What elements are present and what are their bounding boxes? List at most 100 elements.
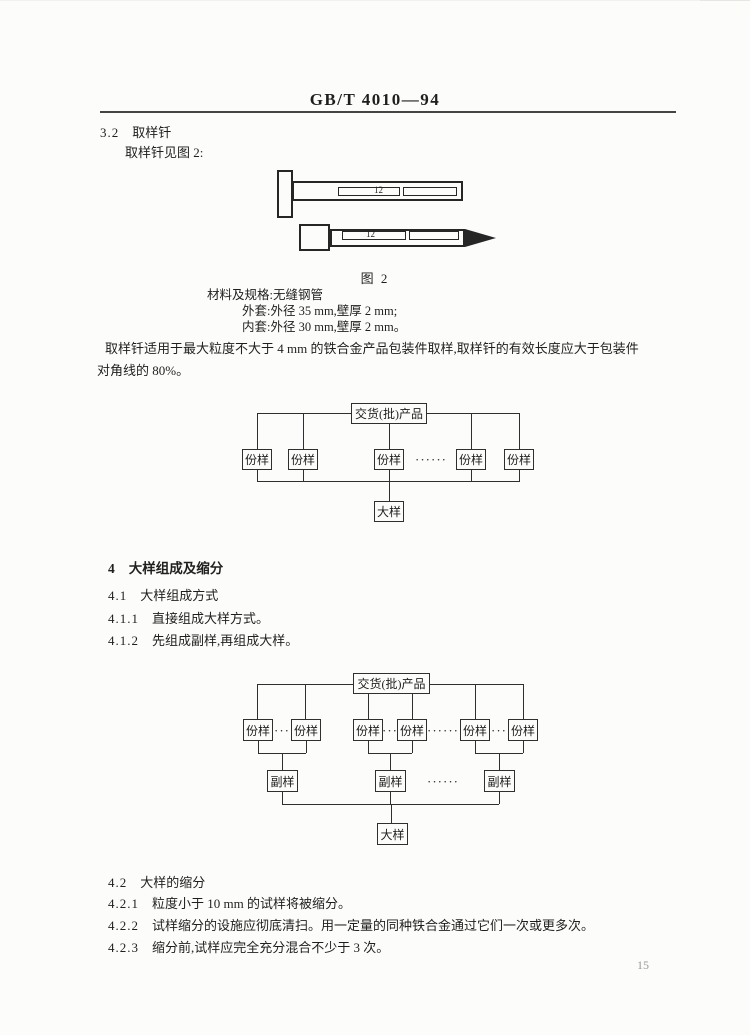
portion-sample-box: 份样	[291, 719, 321, 741]
probe-inner-slot	[409, 231, 459, 240]
clause-title: 大样组成及缩分	[128, 561, 224, 576]
connector-line	[475, 741, 476, 753]
clause-number: 3.2	[100, 125, 120, 140]
portion-sample-box: 份样	[374, 449, 404, 470]
probe-tip	[465, 229, 496, 247]
flowchart-root-box: 交货(批)产品	[353, 673, 430, 694]
portion-sample-box: 份样	[397, 719, 427, 741]
connector-line	[282, 804, 499, 805]
clause-number: 4.1	[108, 588, 128, 603]
clause-title: 大样的缩分	[140, 875, 206, 890]
spec-inner-tube: 内套:外径 30 mm,壁厚 2 mm。	[242, 320, 407, 334]
clause-title: 大样组成方式	[140, 588, 219, 603]
connector-line	[471, 413, 472, 449]
connector-line	[475, 684, 476, 719]
clause-number: 4.2	[108, 875, 128, 890]
clause-4-2-3: 4.2.3 缩分前,试样应完全充分混合不少于 3 次。	[108, 941, 389, 954]
connector-line	[368, 741, 369, 753]
connector-line	[412, 741, 413, 753]
clause-4-1-1: 4.1.1 直接组成大样方式。	[108, 612, 269, 625]
clause-text: 缩分前,试样应完全充分混合不少于 3 次。	[152, 940, 390, 955]
connector-line	[499, 792, 500, 804]
portion-sample-box: 份样	[460, 719, 490, 741]
connector-line	[519, 413, 520, 449]
connector-line	[427, 413, 519, 414]
connector-line	[257, 413, 351, 414]
subsample-box: 副样	[267, 770, 298, 792]
connector-line	[523, 684, 524, 719]
portion-sample-box: 份样	[456, 449, 486, 470]
connector-line	[257, 470, 258, 481]
header-rule	[100, 111, 676, 113]
connector-line	[519, 470, 520, 481]
portion-sample-box: 份样	[504, 449, 534, 470]
connector-line	[390, 753, 391, 770]
connector-line	[430, 684, 523, 685]
ellipsis: ···	[382, 723, 398, 738]
connector-line	[389, 470, 390, 501]
ellipsis: ······	[427, 723, 459, 738]
clause-4-2-2: 4.2.2 试样缩分的设施应彻底清扫。用一定量的同种铁合金通过它们一次或更多次。	[108, 919, 594, 932]
connector-line	[390, 792, 391, 804]
clause-4-1: 4.1 大样组成方式	[108, 589, 218, 602]
standard-code-header: GB/T 4010—94	[309, 90, 441, 109]
clause-3-2: 3.2 取样钎	[100, 126, 171, 139]
ellipsis: ······	[415, 452, 447, 467]
probe-inner-slot	[338, 187, 400, 196]
connector-line	[258, 741, 259, 753]
portion-sample-box: 份样	[243, 719, 273, 741]
clause-title: 取样钎	[132, 125, 172, 140]
portion-sample-box: 份样	[288, 449, 318, 470]
clause-text: 直接组成大样方式。	[152, 611, 270, 626]
probe-inner-slot	[342, 231, 406, 240]
spec-outer-tube: 外套:外径 35 mm,壁厚 2 mm;	[242, 304, 398, 318]
dimension-label: 12	[366, 229, 375, 239]
connector-line	[257, 684, 258, 719]
clause-number: 4.2.1	[108, 896, 139, 911]
connector-line	[282, 753, 283, 770]
clause-4-2-1: 4.2.1 粒度小于 10 mm 的试样将被缩分。	[108, 897, 351, 910]
connector-line	[391, 804, 392, 823]
section-4-heading: 4 大样组成及缩分	[108, 562, 223, 576]
gross-sample-box: 大样	[374, 501, 404, 522]
portion-sample-box: 份样	[353, 719, 383, 741]
connector-line	[303, 413, 304, 449]
connector-line	[471, 470, 472, 481]
probe-end-block	[299, 224, 330, 251]
figure2-caption: 图 2	[360, 271, 390, 286]
gross-sample-box: 大样	[377, 823, 408, 845]
ellipsis: ······	[427, 774, 459, 789]
flowchart-root-box: 交货(批)产品	[351, 403, 427, 424]
probe-inner-slot	[403, 187, 457, 196]
paragraph-line: 对角线的 80%。	[97, 363, 190, 378]
clause-number: 4.2.2	[108, 918, 139, 933]
clause-number: 4	[108, 561, 116, 576]
portion-sample-box: 份样	[242, 449, 272, 470]
clause-text: 试样缩分的设施应彻底清扫。用一定量的同种铁合金通过它们一次或更多次。	[152, 918, 595, 933]
connector-line	[306, 741, 307, 753]
connector-line	[389, 424, 390, 449]
subsample-box: 副样	[484, 770, 515, 792]
connector-line	[257, 413, 258, 449]
clause-number: 4.2.3	[108, 940, 139, 955]
clause-3-2-intro: 取样钎见图 2:	[125, 145, 204, 160]
dimension-label: 12	[374, 185, 383, 195]
connector-line	[305, 684, 306, 719]
connector-line	[282, 792, 283, 804]
clause-number: 4.1.1	[108, 611, 139, 626]
portion-sample-box: 份样	[508, 719, 538, 741]
connector-line	[368, 694, 369, 719]
connector-line	[257, 481, 520, 482]
clause-number: 4.1.2	[108, 633, 139, 648]
clause-text: 先组成副样,再组成大样。	[152, 633, 299, 648]
spec-material: 材料及规格:无缝钢管	[207, 288, 323, 302]
paragraph-line: 取样钎适用于最大粒度不大于 4 mm 的铁合金产品包装件取样,取样钎的有效长度应…	[105, 341, 639, 356]
probe-handle-bar	[277, 170, 293, 218]
clause-text: 粒度小于 10 mm 的试样将被缩分。	[152, 896, 351, 911]
page-number: 15	[637, 958, 649, 972]
connector-line	[523, 741, 524, 753]
connector-line	[412, 694, 413, 719]
scan-streak	[0, 0, 700, 1]
clause-4-2: 4.2 大样的缩分	[108, 876, 205, 889]
